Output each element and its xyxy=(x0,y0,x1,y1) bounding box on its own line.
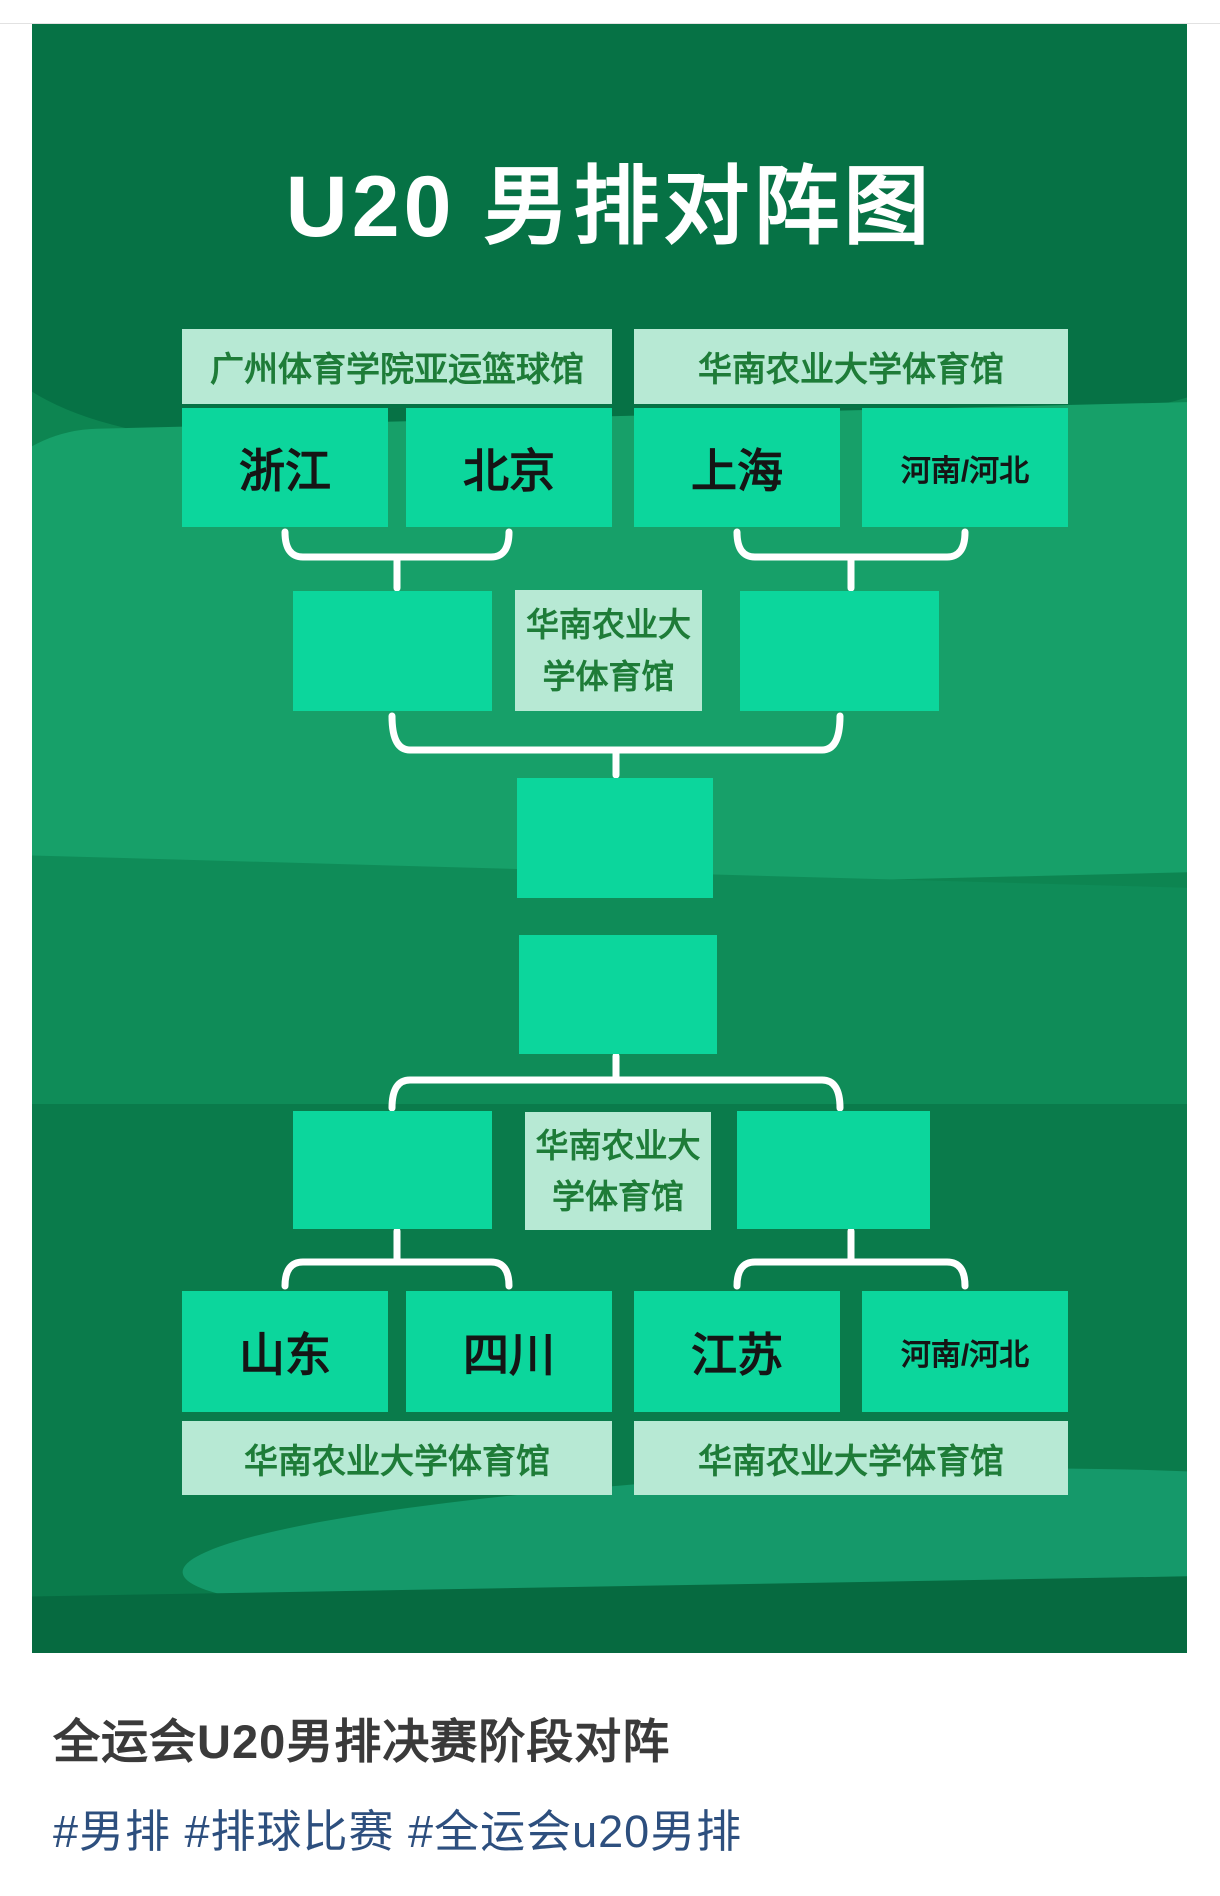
team-box-jiangsu: 江苏 xyxy=(634,1291,840,1412)
team-box-shanghai: 上海 xyxy=(634,408,840,527)
venue-label-line: 学体育馆 xyxy=(542,657,675,695)
poster-title: U20 男排对阵图 xyxy=(285,159,934,255)
team-box-shandong: 山东 xyxy=(182,1291,388,1412)
venue-label-mid-upper: 华南农业大 学体育馆 xyxy=(515,590,702,711)
venue-label-mid-lower: 华南农业大 学体育馆 xyxy=(525,1112,711,1230)
team-box-zhejiang: 浙江 xyxy=(182,408,388,527)
final-box-upper xyxy=(517,778,713,898)
final-box-lower xyxy=(519,935,717,1054)
post-hashtags[interactable]: #男排 #排球比赛 #全运会u20男排 xyxy=(53,1806,743,1857)
team-box-henan-hebei-top: 河南/河北 xyxy=(862,408,1068,527)
team-box-sichuan: 四川 xyxy=(406,1291,612,1412)
venue-label-top-right: 华南农业大学体育馆 xyxy=(634,329,1068,404)
venue-label-bottom-left: 华南农业大学体育馆 xyxy=(182,1421,612,1495)
tournament-bracket-poster[interactable]: U20 男排对阵图 广州体育学院亚运篮球馆 华南农业大学体育馆 浙江 北京 上海… xyxy=(32,24,1187,1653)
venue-label-top-left: 广州体育学院亚运篮球馆 xyxy=(182,329,612,404)
bracket-connector-lines xyxy=(281,528,969,1290)
team-box-beijing: 北京 xyxy=(406,408,612,527)
venue-label-bottom-right: 华南农业大学体育馆 xyxy=(634,1421,1068,1495)
semifinal-box-upper-left xyxy=(293,591,492,711)
semifinal-box-upper-right xyxy=(740,591,939,711)
semifinal-box-lower-left xyxy=(293,1111,492,1229)
venue-label-line: 华南农业大 xyxy=(526,606,691,644)
semifinal-box-lower-right xyxy=(737,1111,930,1229)
venue-label-line: 华南农业大 xyxy=(535,1127,701,1165)
top-divider xyxy=(0,0,1220,24)
team-box-henan-hebei-bottom: 河南/河北 xyxy=(862,1291,1068,1412)
post-title: 全运会U20男排决赛阶段对阵 xyxy=(53,1715,671,1768)
venue-label-line: 学体育馆 xyxy=(552,1177,684,1215)
